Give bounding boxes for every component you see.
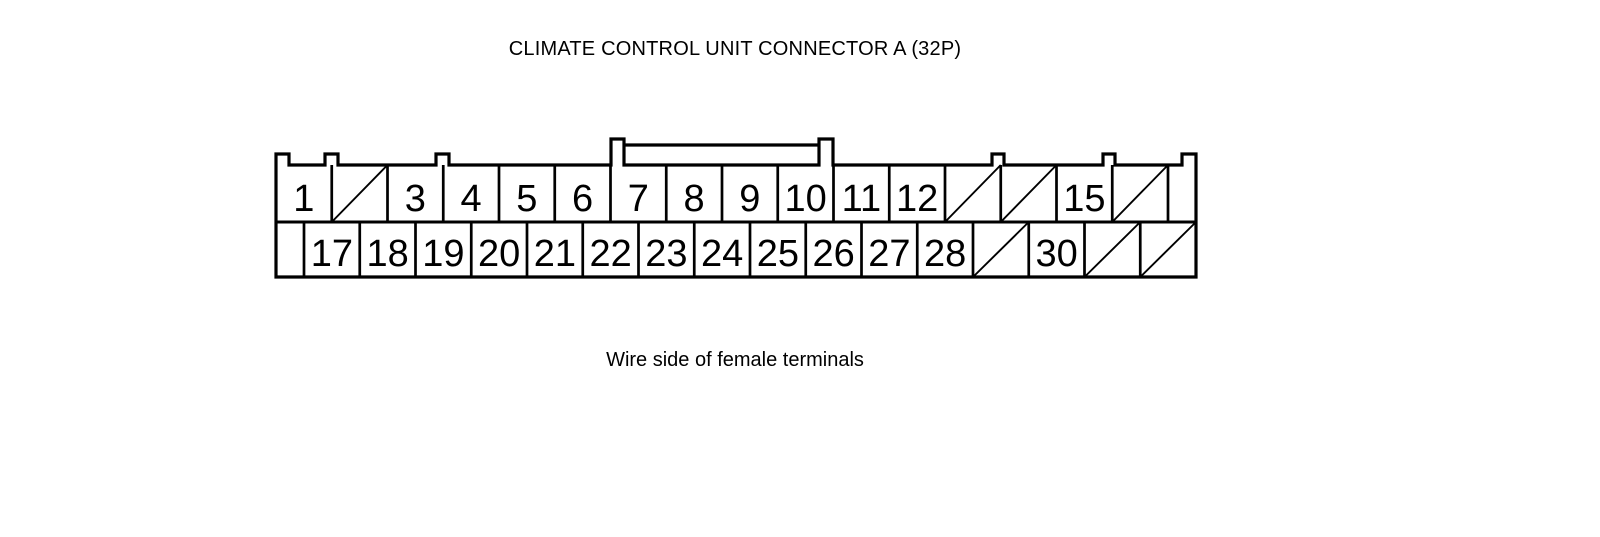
pin-label: 11 [842,178,881,220]
pin-label: 30 [1035,233,1077,275]
pin-label: 10 [784,178,826,220]
empty-cavity-slash [972,221,1030,278]
pin-label: 21 [534,233,576,275]
pin-label: 27 [868,233,910,275]
pin-label: 7 [628,178,649,220]
empty-cavity-slash [1139,221,1197,278]
pin-label: 1 [293,178,314,220]
pin-label: 26 [812,233,854,275]
empty-cavity-slash [1111,164,1169,223]
pin-label: 25 [757,233,799,275]
pin-label: 28 [924,233,966,275]
pin-label: 5 [516,178,537,220]
diagram-caption: Wire side of female terminals [606,349,864,371]
pin-label: 3 [405,178,426,220]
pin-label: 20 [478,233,520,275]
pin-label: 23 [645,233,687,275]
diagram-title: CLIMATE CONTROL UNIT CONNECTOR A (32P) [508,38,962,60]
pin-label: 24 [701,233,743,275]
connector-outline [274,137,1198,279]
pin-label: 12 [896,178,938,220]
empty-cavity-slash [1000,164,1058,223]
pin-label: 9 [739,178,760,220]
empty-cavity-slash [944,164,1002,223]
pin-label: 4 [461,178,482,220]
pin-label: 19 [422,233,464,275]
pin-label: 15 [1063,178,1105,220]
pin-label: 6 [572,178,593,220]
empty-cavity-slash [1083,221,1141,278]
pin-label: 22 [589,233,631,275]
empty-cavity-slash [331,164,389,223]
pin-label: 8 [684,178,705,220]
pin-label: 18 [366,233,408,275]
pin-label: 17 [311,233,353,275]
